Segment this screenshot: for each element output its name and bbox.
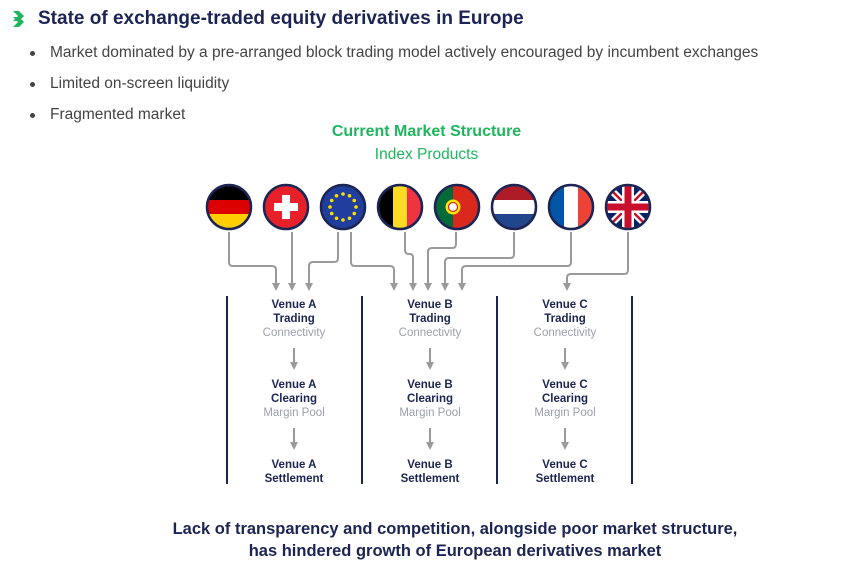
- eu-star: [329, 211, 334, 216]
- venue-b-clearing-label: Venue B: [407, 379, 452, 391]
- venue-c-column: Venue C Trading Connectivity Venue C Cle…: [534, 299, 597, 485]
- venue-b-clearing-type: Clearing: [407, 393, 453, 405]
- bullet-dot: [30, 50, 35, 56]
- eu-star: [352, 211, 357, 216]
- eu-star: [347, 193, 352, 198]
- bullet-dot: [30, 112, 35, 118]
- flag-connectors: [228, 232, 629, 291]
- list-item: Limited on-screen liquidity: [30, 75, 758, 93]
- venue-a-settlement-type: Settlement: [265, 473, 324, 485]
- venue-c-trading-label: Venue C: [542, 299, 587, 311]
- eu-star: [334, 216, 339, 221]
- venue-a-clearing-label: Venue A: [272, 379, 317, 391]
- eu-star: [328, 205, 332, 209]
- netherlands-flag-icon: [490, 183, 538, 231]
- venue-c-settlement-type: Settlement: [536, 473, 595, 485]
- belgium-flag-icon: [376, 183, 424, 231]
- venue-a-trading-type: Trading: [273, 313, 315, 325]
- eu-star: [341, 192, 345, 196]
- venue-b-settlement-type: Settlement: [401, 473, 460, 485]
- header: State of exchange-traded equity derivati…: [10, 8, 524, 30]
- eu-star: [341, 218, 345, 222]
- france-flag-icon: [547, 183, 595, 231]
- eu-star: [329, 198, 334, 203]
- footer-line-2: has hindered growth of European derivati…: [248, 542, 662, 560]
- venue-a-column: Venue A Trading Connectivity Venue A Cle…: [263, 299, 326, 485]
- diagram-title: Current Market Structure: [331, 123, 522, 140]
- bullet-dot: [30, 81, 35, 87]
- diagram-subtitle: Index Products: [374, 146, 479, 163]
- venue-a-settlement-label: Venue A: [272, 459, 317, 471]
- venue-c-clearing-label: Venue C: [542, 379, 587, 391]
- footer-statement: Lack of transparency and competition, al…: [0, 518, 853, 562]
- venue-b-trading-label: Venue B: [407, 299, 452, 311]
- germany-flag-icon: [205, 183, 253, 231]
- venue-b-column: Venue B Trading Connectivity Venue B Cle…: [399, 299, 462, 485]
- venue-b-connectivity: Connectivity: [399, 327, 462, 339]
- eu-star: [352, 198, 357, 203]
- eu-star: [334, 193, 339, 198]
- venue-c-settlement-label: Venue C: [542, 459, 587, 471]
- page-title: State of exchange-traded equity derivati…: [38, 8, 524, 29]
- uk-flag-icon: [604, 183, 652, 231]
- venue-c-clearing-type: Clearing: [542, 393, 588, 405]
- venue-b-trading-type: Trading: [409, 313, 451, 325]
- footer-line-1: Lack of transparency and competition, al…: [172, 520, 738, 538]
- eu-flag-icon: [319, 183, 367, 231]
- venue-a-clearing-type: Clearing: [271, 393, 317, 405]
- venue-a-trading-label: Venue A: [272, 299, 317, 311]
- venue-c-trading-type: Trading: [544, 313, 586, 325]
- list-item: Market dominated by a pre-arranged block…: [30, 44, 758, 62]
- venue-separators: [226, 296, 633, 484]
- venue-a-margin-pool: Margin Pool: [263, 407, 324, 419]
- bullet-list: Market dominated by a pre-arranged block…: [30, 44, 758, 137]
- eu-star: [354, 205, 358, 209]
- switzerland-flag-icon: [262, 183, 310, 231]
- venue-b-settlement-label: Venue B: [407, 459, 452, 471]
- venue-a-connectivity: Connectivity: [263, 327, 326, 339]
- venue-b-margin-pool: Margin Pool: [399, 407, 460, 419]
- list-item: Fragmented market: [30, 106, 758, 124]
- eu-star: [347, 216, 352, 221]
- portugal-flag-icon: [433, 183, 481, 231]
- venue-c-connectivity: Connectivity: [534, 327, 597, 339]
- venue-c-margin-pool: Margin Pool: [534, 407, 595, 419]
- double-chevron-icon: [13, 11, 24, 27]
